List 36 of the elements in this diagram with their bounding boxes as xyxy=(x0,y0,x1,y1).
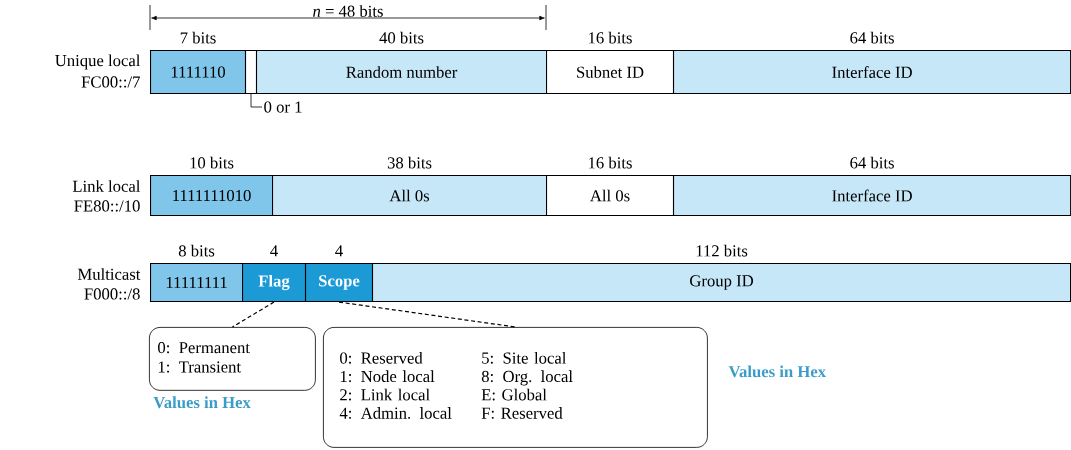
bit-width-label: 8 bits xyxy=(178,244,215,257)
leader-line xyxy=(250,93,263,108)
hex-note: Values in Hex xyxy=(153,396,251,409)
row-label: Multicast xyxy=(77,268,141,280)
bit-width-label: 64 bits xyxy=(850,31,894,44)
row-label: F000::/8 xyxy=(84,288,140,300)
hex-note: Values in Hex xyxy=(728,365,826,378)
field-box: 1111111010 xyxy=(150,175,274,217)
field-box: Group ID xyxy=(372,263,1071,303)
dashed-connector xyxy=(231,301,275,328)
field-box: Flag xyxy=(242,263,306,303)
bit-width-label: 38 bits xyxy=(387,156,432,169)
field-box: Interface ID xyxy=(673,50,1071,94)
field-box: All 0s xyxy=(546,175,674,217)
bit-width-label: 4 xyxy=(335,245,343,257)
bit-width-label: 4 xyxy=(270,245,278,257)
bit-box xyxy=(245,50,257,94)
annotation-text: 0 or 1 xyxy=(264,101,302,113)
field-box: Scope xyxy=(305,263,373,303)
bit-width-label: 7 bits xyxy=(180,31,216,44)
dashed-connector xyxy=(338,301,516,328)
bit-width-label: 64 bits xyxy=(850,156,894,169)
bit-width-label: 10 bits xyxy=(190,156,234,169)
values-box: 0: Permanent 1: Transient xyxy=(149,327,316,391)
bit-width-label: 16 bits xyxy=(589,31,632,44)
field-box: 1111110 xyxy=(150,50,246,94)
values-box: 0: Reserved 5: Site local 1: Node local 8: Org. local 2: Link local E: Global 4: Admin. local F: Reserved xyxy=(323,327,708,448)
dimension-label: n = 48 bits xyxy=(313,5,383,17)
field-box: All 0s xyxy=(272,175,548,217)
field-box: Subnet ID xyxy=(546,50,674,94)
field-box: Random number xyxy=(256,50,548,94)
field-box: Interface ID xyxy=(673,175,1071,217)
bit-width-label: 16 bits xyxy=(589,156,632,169)
bit-width-label: 112 bits xyxy=(696,244,748,257)
field-box: 11111111 xyxy=(150,263,244,303)
bit-width-label: 40 bits xyxy=(379,31,424,44)
